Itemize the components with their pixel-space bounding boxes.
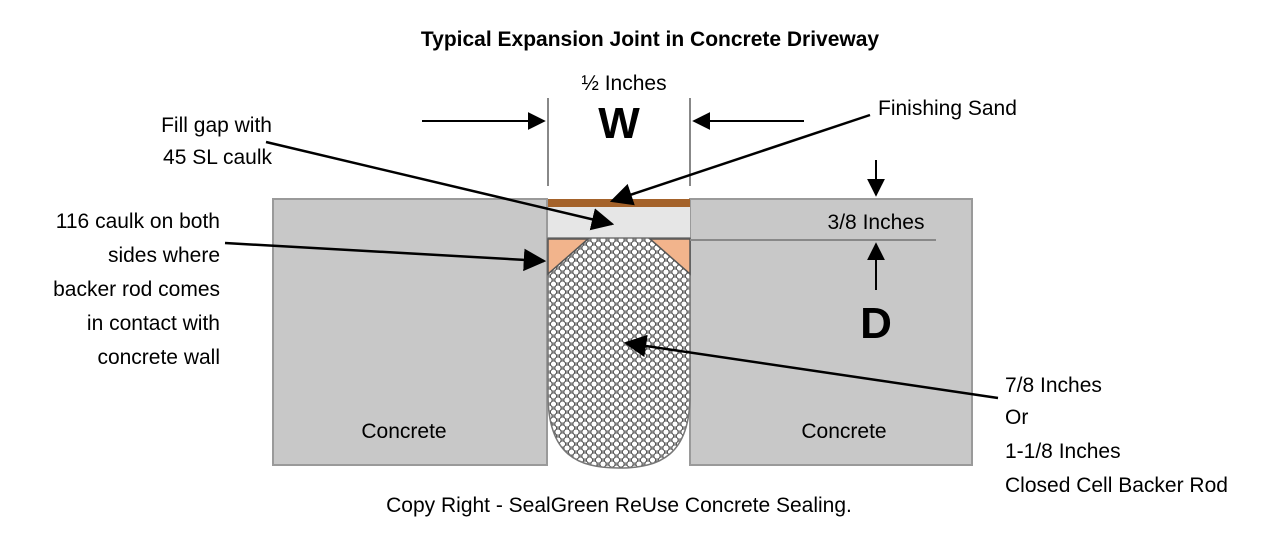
side-caulk-leader xyxy=(224,241,547,272)
svg-text:116 caulk on both: 116 caulk on both xyxy=(56,210,220,233)
backer-rod-leader xyxy=(623,334,999,400)
diagram-title: Typical Expansion Joint in Concrete Driv… xyxy=(421,28,880,51)
copyright-notice: Copy Right - SealGreen ReUse Concrete Se… xyxy=(386,494,852,517)
backer-rod-label: 7/8 Inches Or 1-1/8 Inches Closed Cell B… xyxy=(1005,374,1228,497)
svg-text:concrete wall: concrete wall xyxy=(97,346,220,369)
side-caulk-left xyxy=(547,238,590,276)
width-symbol: W xyxy=(598,99,640,148)
svg-text:in contact with: in contact with xyxy=(87,312,220,335)
finishing-sand-leader xyxy=(609,113,871,206)
svg-text:1-1/8 Inches: 1-1/8 Inches xyxy=(1005,440,1121,463)
concrete-slab-right xyxy=(689,198,973,466)
width-dimension-label: ½ Inches xyxy=(581,72,666,95)
finishing-sand-layer xyxy=(548,199,690,207)
svg-text:7/8 Inches: 7/8 Inches xyxy=(1005,374,1102,397)
fill-gap-label-line-2: 45 SL caulk xyxy=(163,146,272,169)
svg-text:Closed Cell Backer Rod: Closed Cell Backer Rod xyxy=(1005,474,1228,497)
svg-text:Or: Or xyxy=(1005,406,1028,429)
depth-dimension-label: 3/8 Inches xyxy=(828,211,925,234)
depth-symbol: D xyxy=(860,299,892,348)
finishing-sand-label: Finishing Sand xyxy=(878,97,1017,120)
fill-gap-leader xyxy=(265,140,615,231)
concrete-right-label: Concrete xyxy=(801,420,886,443)
concrete-slab-left xyxy=(272,198,548,466)
sealant-layer xyxy=(548,206,690,239)
fill-gap-label-line-1: Fill gap with xyxy=(161,114,272,137)
side-caulk-label: 116 caulk on both sides where backer rod… xyxy=(53,210,220,369)
side-caulk-right xyxy=(648,238,691,276)
backer-rod xyxy=(548,238,690,468)
svg-text:backer rod comes: backer rod comes xyxy=(53,278,220,301)
svg-text:sides where: sides where xyxy=(108,244,220,267)
concrete-left-label: Concrete xyxy=(361,420,446,443)
